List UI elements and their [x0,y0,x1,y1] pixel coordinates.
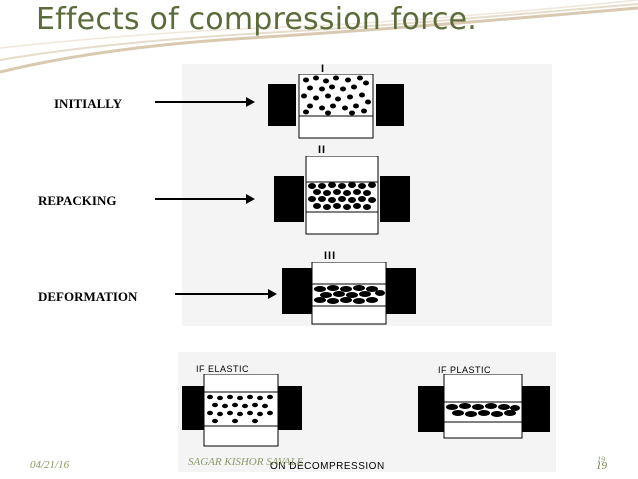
stage-numeral-iii: III [324,250,337,262]
arrow-repacking [155,194,255,204]
die-diagram-deformation [282,262,416,325]
die-diagram-elastic [182,374,302,447]
stage-label-deformation: DEFORMATION [38,289,138,304]
die-diagram-plastic [418,374,550,439]
stage-numeral-i: I [321,63,326,75]
caption-on-decompression: ON DECOMPRESSION [270,461,385,472]
elastic-particles [207,394,273,424]
die-diagram-initially [268,74,404,139]
header-wave-decoration [0,0,638,74]
footer-page-number: 19 [596,460,607,472]
deformed-particles [314,285,385,304]
arrow-deformation [175,289,277,299]
footer-page-number-small: 19 [597,455,605,464]
caption-if-plastic: IF PLASTIC [438,365,492,375]
stage-numeral-ii: II [318,144,327,156]
packed-particles [308,182,376,210]
footer-date: 04/21/16 [30,459,70,471]
stage-label-initially: INITIALLY [54,96,123,111]
arrow-initially [155,97,255,107]
loose-particles [301,75,371,116]
die-diagram-repacking [274,156,410,235]
slide-title: Effects of compression force. [36,2,478,37]
footer-author: SAGAR KISHOR SAVALE [188,456,304,468]
caption-if-elastic: IF ELASTIC [196,364,250,374]
stage-label-repacking: REPACKING [38,193,117,208]
plastic-particles [446,403,520,417]
